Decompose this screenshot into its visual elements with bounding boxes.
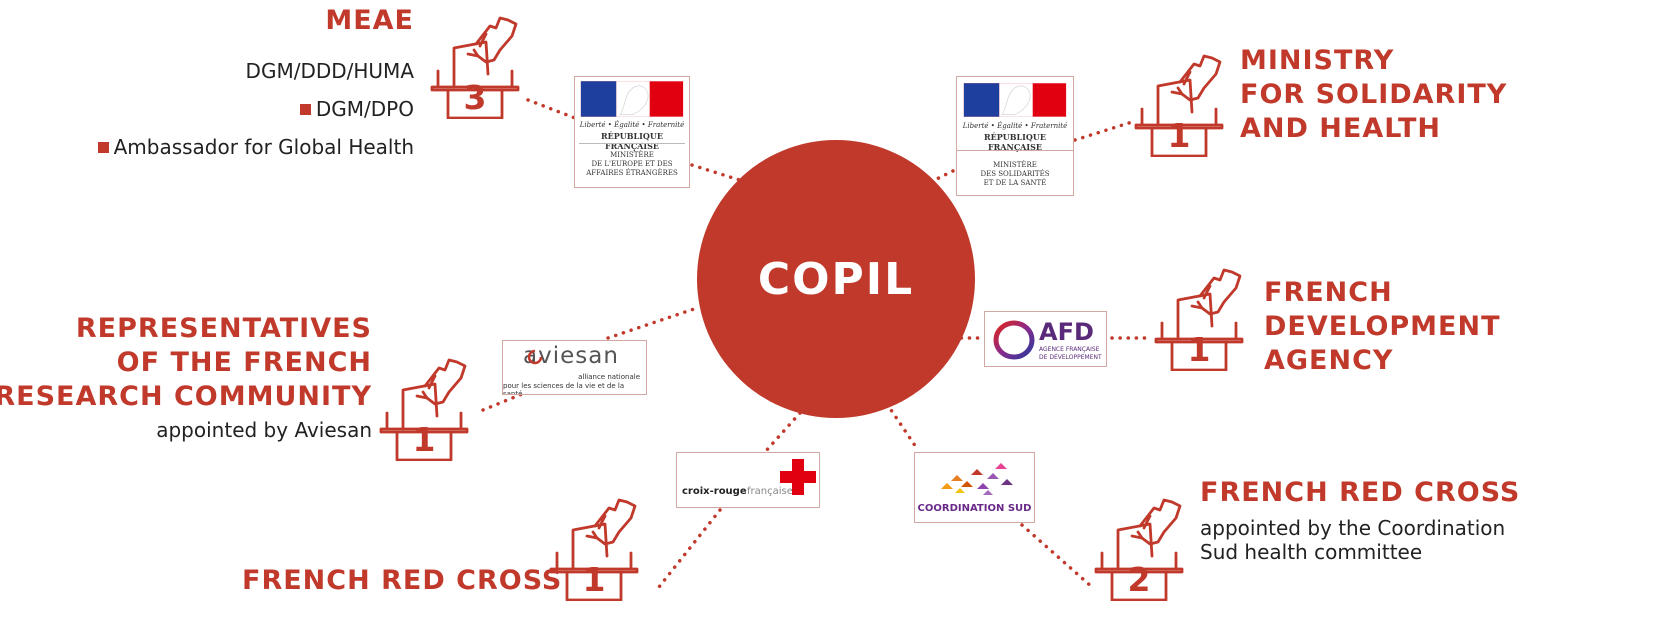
aviesan-logo-tagline-2: pour les sciences de la vie et de la san… <box>503 382 625 395</box>
afd-logo-tagline-2: DE DÉVELOPPEMENT <box>1039 354 1102 361</box>
coordsud-title: FRENCH RED CROSS <box>1200 477 1521 508</box>
afd-votes: 1 <box>1187 330 1211 369</box>
meae-logo-ministry-3: AFFAIRES ÉTRANGÈRES <box>586 169 678 177</box>
bullet-icon <box>97 142 109 153</box>
afd-logo-name: AFD <box>1039 318 1094 346</box>
coordsud-subtitle-1: appointed by the Coordination <box>1200 516 1506 540</box>
ballot-hand-icon <box>379 358 469 461</box>
sante-logo: Liberté • Égalité • Fraternité RÉPUBLIQU… <box>956 76 1074 196</box>
ministry-ballot-box: 1 <box>1132 52 1232 157</box>
ballot-hand-icon <box>430 16 520 119</box>
coordsud-votes: 2 <box>1127 560 1151 599</box>
coordsud-subtitle-2: Sud health committee <box>1200 540 1423 564</box>
meae-logo-motto: Liberté • Égalité • Fraternité <box>579 121 685 129</box>
bullet-icon <box>299 104 311 115</box>
logo-divider <box>957 150 1073 151</box>
aviesan-swirl-icon <box>527 349 543 365</box>
ballot-hand-icon <box>549 498 639 601</box>
afd-logo: AFD AGENCE FRANÇAISE DE DÉVELOPPEMENT <box>984 311 1107 367</box>
connector-redcross-ballot <box>653 508 722 594</box>
afd-ring-icon <box>993 320 1035 360</box>
research-subtitle: appointed by Aviesan <box>156 418 372 442</box>
croixrouge-logo-name: croix-rouge <box>682 486 747 497</box>
coordsud-logo: COORDINATION SUD <box>914 452 1035 523</box>
research-votes: 1 <box>412 420 436 459</box>
connector-redcross-copil <box>763 411 802 454</box>
coordsud-ballot-box: 2 <box>1092 496 1192 601</box>
croixrouge-logo: croix-rouge française <box>676 452 820 508</box>
afd-ballot-box: 1 <box>1152 266 1252 371</box>
ministry-title-3: AND HEALTH <box>1240 113 1441 144</box>
redcross-title: FRENCH RED CROSS <box>242 565 563 596</box>
copil-circle: COPIL <box>697 140 975 418</box>
meae-list: DGM/DDD/HUMA DGM/DPO Ambassador for Glob… <box>97 52 414 166</box>
meae-logo-ministry-2: DE L'EUROPE ET DES <box>591 160 673 168</box>
sante-logo-motto: Liberté • Égalité • Fraternité <box>962 122 1068 130</box>
connector-coordsud-ballot <box>1020 523 1094 589</box>
afd-title: FRENCH DEVELOPMENT AGENCY <box>1264 276 1501 378</box>
coordsud-subtitle: appointed by the Coordination Sud health… <box>1200 516 1505 564</box>
aviesan-logo: aviesan alliance nationale pour les scie… <box>502 340 647 395</box>
afd-title-1: FRENCH <box>1264 277 1393 308</box>
connector-ministry-ballot <box>1073 120 1134 142</box>
ministry-title-1: MINISTRY <box>1240 45 1395 76</box>
meae-votes: 3 <box>463 78 487 117</box>
croixrouge-logo-name2: française <box>747 486 793 497</box>
connector-research-ballot <box>481 392 524 412</box>
connector-meae-ballot <box>526 98 577 120</box>
logo-divider <box>579 143 685 144</box>
afd-title-3: AGENCY <box>1264 345 1394 376</box>
research-title-3: RESEARCH COMMUNITY <box>0 381 372 412</box>
meae-logo: Liberté • Égalité • Fraternité RÉPUBLIQU… <box>574 76 690 188</box>
meae-logo-republic: RÉPUBLIQUE FRANÇAISE <box>601 131 663 151</box>
copil-label: COPIL <box>757 253 915 305</box>
connector-coordsud-copil <box>885 402 920 452</box>
afd-title-2: DEVELOPMENT <box>1264 311 1501 342</box>
ministry-title: MINISTRY FOR SOLIDARITY AND HEALTH <box>1240 44 1507 146</box>
sante-logo-republic: RÉPUBLIQUE FRANÇAISE <box>984 132 1046 152</box>
marianne-flag-icon <box>580 81 684 117</box>
meae-line-3: Ambassador for Global Health <box>97 128 414 166</box>
coordsud-logo-name: COORDINATION SUD <box>917 503 1032 514</box>
afd-logo-tagline-1: AGENCE FRANÇAISE <box>1039 346 1100 353</box>
sante-logo-ministry-2: DES SOLIDARITÉS <box>980 170 1050 178</box>
aviesan-logo-tagline-1: alliance nationale <box>578 373 640 381</box>
redcross-ballot-box: 1 <box>547 496 647 601</box>
research-title: REPRESENTATIVES OF THE FRENCH RESEARCH C… <box>0 312 372 414</box>
aviesan-logo-name: aviesan <box>523 343 619 369</box>
redcross-votes: 1 <box>582 560 606 599</box>
research-title-1: REPRESENTATIVES <box>75 313 372 344</box>
ballot-hand-icon <box>1154 268 1244 371</box>
research-ballot-box: 1 <box>377 356 477 461</box>
research-title-2: OF THE FRENCH <box>116 347 372 378</box>
sante-logo-ministry-1: MINISTÈRE <box>993 161 1037 169</box>
meae-title: MEAE <box>325 5 414 36</box>
ballot-hand-icon <box>1134 54 1224 157</box>
meae-logo-ministry-1: MINISTÈRE <box>610 151 654 159</box>
ministry-title-2: FOR SOLIDARITY <box>1240 79 1508 110</box>
meae-line-1: DGM/DDD/HUMA <box>245 59 414 83</box>
coordsud-flock-icon <box>941 463 1013 495</box>
ministry-votes: 1 <box>1167 116 1191 155</box>
connector-research-copil <box>606 306 699 340</box>
marianne-flag-icon <box>963 83 1067 117</box>
ballot-hand-icon <box>1094 498 1184 601</box>
meae-line-2: DGM/DPO <box>98 90 414 128</box>
sante-logo-ministry-3: ET DE LA SANTÉ <box>983 179 1047 187</box>
meae-ballot-box: 3 <box>428 14 528 119</box>
red-cross-icon <box>780 459 816 495</box>
